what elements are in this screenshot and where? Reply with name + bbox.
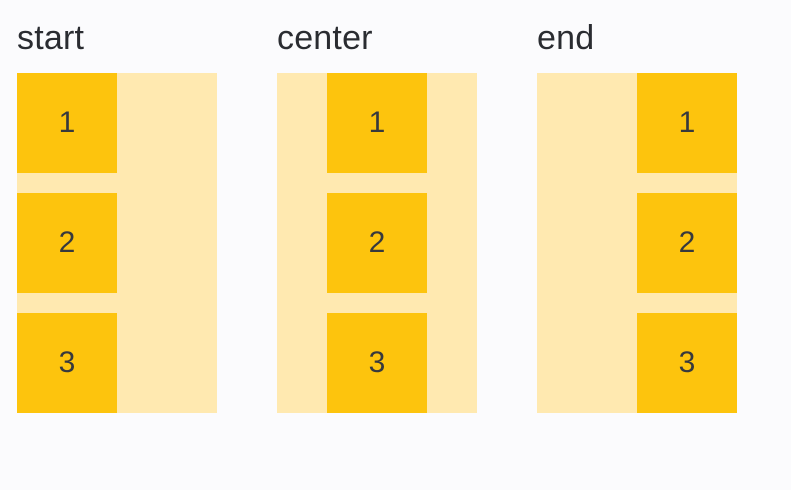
grid-item: 2 [637,193,737,293]
alignment-container-center: 1 2 3 [277,73,477,413]
example-label-start: start [17,19,85,57]
grid-item: 2 [17,193,117,293]
grid-item: 3 [637,313,737,413]
example-label-center: center [277,19,373,57]
example-label-end: end [537,19,595,57]
grid-item: 1 [327,73,427,173]
example-column-center: center 1 2 3 [277,18,477,413]
grid-item: 3 [17,313,117,413]
grid-item: 2 [327,193,427,293]
grid-item: 1 [17,73,117,173]
grid-item: 3 [327,313,427,413]
alignment-container-start: 1 2 3 [17,73,217,413]
example-column-start: start 1 2 3 [17,18,217,413]
grid-item: 1 [637,73,737,173]
examples-row: start 1 2 3 center 1 2 3 end 1 2 3 [17,18,791,413]
alignment-container-end: 1 2 3 [537,73,737,413]
example-column-end: end 1 2 3 [537,18,737,413]
